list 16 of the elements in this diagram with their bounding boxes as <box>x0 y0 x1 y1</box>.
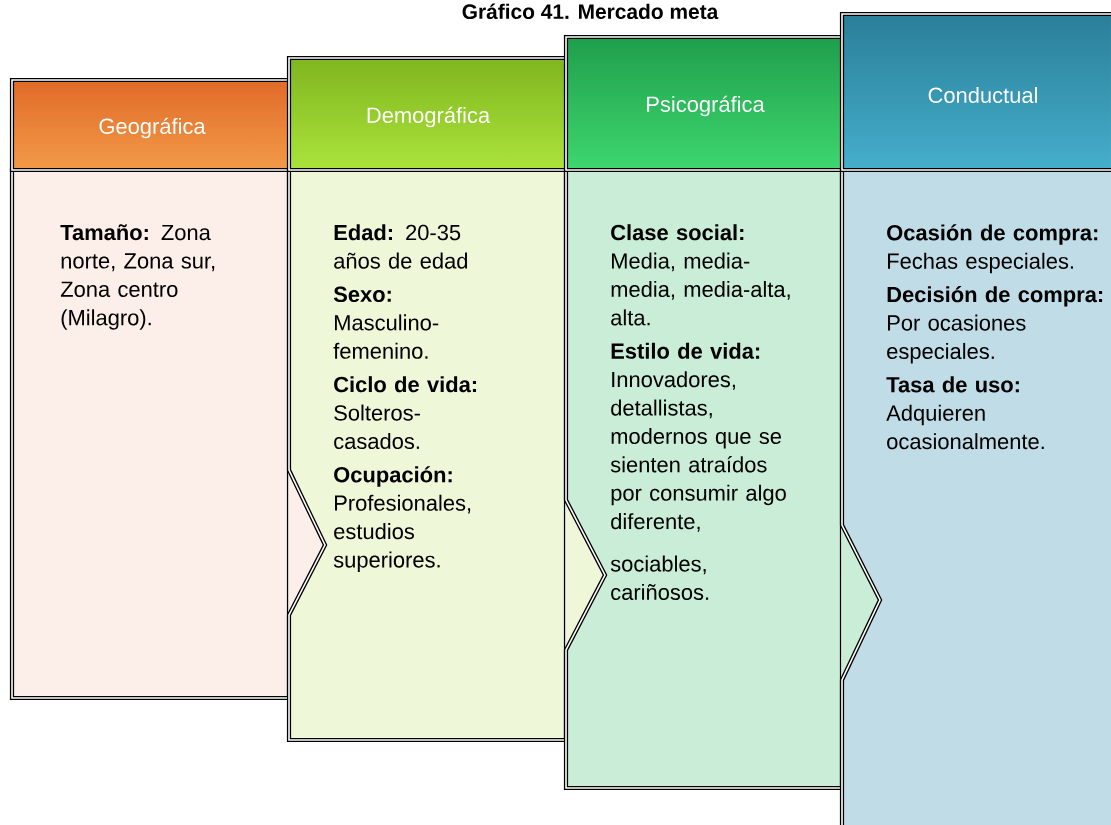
description-text: Decisión de compra: Por ocasiones especiales. <box>887 286 1103 364</box>
header-box: Conductual <box>839 11 1111 173</box>
description-text: Clase social: Media, media-media, media-alta, alta. <box>611 224 790 326</box>
description-text: Sexo: Masculino-femenino. <box>333 286 439 359</box>
description-text: Ocasión de compra: Fechas especiales. <box>887 224 1098 274</box>
header-box: Demográfica <box>286 55 570 173</box>
header-box: Geográfica <box>9 77 293 173</box>
description-text: Tamaño: Zona norte, Zona sur, Zona centro (Milagro). <box>60 224 215 330</box>
description-text: Estilo de vida: Innovadores, detallistas, modernos que se sienten atraídos por consumir algo diferente, <box>610 342 786 532</box>
description-text: Tasa de uso: Adquieren ocasionalmente. <box>886 376 1044 450</box>
description-text: sociables, cariñosos. <box>610 555 709 600</box>
header-box: Psicográfica <box>563 34 847 173</box>
title: Gráfico 41. Mercado meta <box>462 3 719 20</box>
description-text: Ciclo de vida: Solteros-casados. <box>334 376 476 450</box>
description-text: Edad: 20-35 años de edad <box>334 224 468 269</box>
description-text: Ocupación: Profesionales, estudios superiores. <box>333 466 471 572</box>
